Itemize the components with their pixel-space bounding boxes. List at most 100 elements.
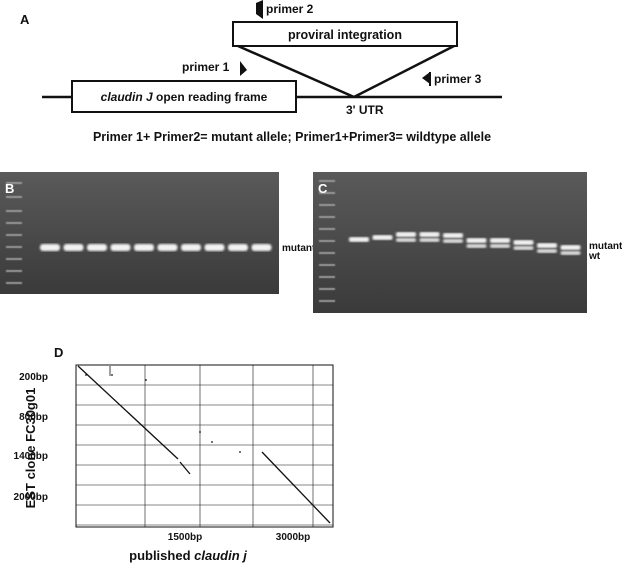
gel-c-wt-band: [419, 238, 440, 242]
ladder-band: [319, 240, 335, 242]
utr-label: 3' UTR: [346, 103, 384, 117]
gel-c-wt-band: [513, 246, 534, 250]
ladder-band: [319, 264, 335, 266]
y-tick-1400: 1400bp: [14, 451, 48, 462]
ladder-band: [319, 228, 335, 230]
gel-c-wt-band: [537, 249, 557, 253]
ladder-band: [319, 192, 335, 194]
orf-label: claudin J open reading frame: [101, 90, 268, 104]
panel-a-label: A: [20, 12, 30, 27]
ladder-band: [6, 210, 22, 212]
gel-c-mutant-band: [396, 232, 416, 237]
dot-plot-match: [77, 365, 179, 460]
dot-plot-match: [261, 451, 331, 524]
primer3-label: primer 3: [434, 72, 482, 86]
primer1-arrow-icon: [240, 61, 247, 76]
gel-b-lane-band: [134, 244, 154, 251]
primer1-label: primer 1: [182, 60, 230, 74]
ladder-band: [6, 182, 22, 184]
proviral-label: proviral integration: [288, 28, 402, 42]
panel-c-label: C: [318, 181, 328, 196]
ladder-band: [6, 246, 22, 248]
panel-a: A primer 2 proviral integration primer 1…: [20, 0, 502, 144]
primer2-arrow-icon: [256, 0, 263, 19]
insertion-line-right: [353, 44, 455, 99]
y-tick-2000: 2000bp: [14, 492, 48, 503]
x-tick-1500: 1500bp: [168, 532, 202, 543]
gel-c-mutant-band: [466, 238, 487, 243]
ladder-band: [319, 276, 335, 278]
x-tick-3000: 3000bp: [276, 532, 310, 543]
dot-plot-xlabel-normal: published: [129, 548, 194, 563]
gel-c-wt-band: [396, 238, 416, 242]
gel-c-mutant-band: [537, 243, 557, 248]
gel-b-lane-band: [63, 244, 84, 251]
panel-c: C mutant wt: [313, 172, 622, 313]
ladder-band: [6, 282, 22, 284]
gel-c-ladder: [319, 180, 335, 302]
dot-plot-dot: [145, 379, 147, 381]
dot-plot-dot: [199, 431, 201, 433]
dot-plot-xlabel-italic: claudin j: [194, 548, 247, 563]
dot-plot-dot: [211, 441, 213, 443]
ladder-band: [6, 234, 22, 236]
dot-plot-dot: [111, 374, 113, 376]
panel-d: D EST clone FC30g01 published claudin j …: [14, 345, 334, 563]
panel-b-label: B: [5, 181, 14, 196]
primer3-arrow-icon: [422, 72, 430, 84]
ladder-band: [319, 204, 335, 206]
gel-b-background: [0, 172, 279, 294]
ladder-band: [319, 252, 335, 254]
gel-b-ladder: [6, 182, 22, 284]
gel-b-lane-band: [228, 244, 248, 251]
gel-c-wt-band: [560, 251, 581, 255]
gel-b-mutant-label: mutant: [282, 243, 316, 254]
ladder-band: [6, 258, 22, 260]
orf-label-rest: open reading frame: [153, 90, 268, 104]
panel-d-label: D: [54, 345, 63, 360]
gel-c-mutant-band: [513, 240, 534, 245]
gel-b-lane-band: [157, 244, 178, 251]
primer2-label: primer 2: [266, 2, 314, 16]
insertion-line-left: [237, 44, 355, 99]
orf-box: [71, 80, 297, 113]
gel-b-lane-band: [87, 244, 107, 251]
y-tick-800: 800bp: [19, 412, 48, 423]
orf-label-italic: claudin J: [101, 90, 153, 104]
ladder-band: [319, 216, 335, 218]
gel-b-bands: [40, 244, 272, 251]
gel-b-lane-band: [181, 244, 201, 251]
gel-c-mutant-band: [490, 238, 510, 243]
proviral-box: [232, 21, 458, 47]
ladder-band: [6, 196, 22, 198]
gel-b-lane-band: [204, 244, 225, 251]
dot-plot-match: [179, 461, 191, 475]
ladder-band: [319, 300, 335, 302]
dot-plot: [75, 364, 334, 528]
ladder-band: [319, 180, 335, 182]
dot-plot-xlabel: published claudin j: [129, 548, 247, 563]
gel-c-wt-band: [466, 244, 487, 248]
gel-c-wt-band: [490, 244, 510, 248]
ladder-band: [6, 270, 22, 272]
dot-plot-ylabel: EST clone FC30g01: [23, 388, 38, 509]
gel-c-mutant-band: [372, 235, 393, 240]
gel-c-wt-band: [443, 239, 463, 243]
gel-c-mutant-band: [560, 245, 581, 250]
gel-c-mutant-label: mutant: [589, 241, 622, 252]
gel-c-mutant-band: [419, 232, 440, 237]
gel-b-lane-band: [251, 244, 272, 251]
panel-b: B mutant: [0, 172, 316, 294]
ladder-band: [6, 222, 22, 224]
gel-c-mutant-band: [349, 237, 369, 242]
dot-plot-dot: [239, 451, 241, 453]
y-tick-200: 200bp: [19, 372, 48, 383]
dot-plot-dot: [85, 374, 87, 376]
dot-plot-frame: [75, 364, 334, 528]
gel-c-mutant-band: [443, 233, 463, 238]
ladder-band: [319, 288, 335, 290]
panel-a-caption: Primer 1+ Primer2= mutant allele; Primer…: [93, 130, 491, 144]
gel-c-wt-label: wt: [588, 251, 601, 262]
gel-c-bands: [349, 232, 581, 255]
